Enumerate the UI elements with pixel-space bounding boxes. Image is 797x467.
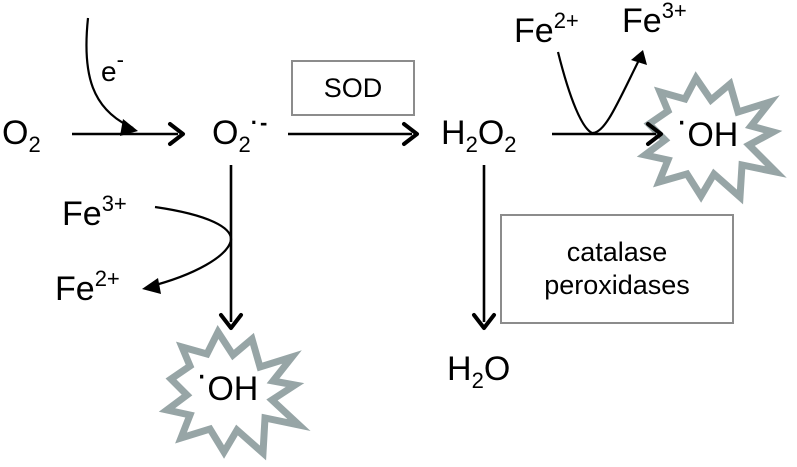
electron-curve (85, 17, 134, 130)
burst-shape-right (636, 71, 787, 205)
arrowhead-down-left (219, 313, 243, 330)
o2-label: O2 (2, 114, 41, 157)
catalase-label: catalase (566, 237, 668, 268)
arrowhead-electron (120, 119, 138, 136)
fe3-left-label: Fe3+ (62, 191, 127, 233)
arrowhead-down-right (472, 313, 496, 330)
h2o2-label: H2O2 (441, 114, 517, 157)
fe2-top-label: Fe2+ (514, 8, 579, 50)
fe-left-curve (147, 205, 233, 289)
catalase-enzyme-box: catalase peroxidases (500, 214, 734, 324)
fe2-left-label: Fe2+ (55, 266, 120, 308)
arrowhead-oh-right (646, 122, 663, 146)
arrowhead-fe2-left (142, 278, 161, 294)
sod-label: SOD (323, 72, 383, 103)
hydroxyl-radical-right: ·OH (676, 102, 739, 154)
hydroxyl-radical-left: ·OH (196, 356, 259, 408)
arrowhead-sod (402, 122, 419, 146)
peroxidases-label: peroxidases (544, 270, 690, 300)
superoxide-label: O2·- (212, 110, 270, 157)
fe3-top-label: Fe3+ (622, 0, 687, 40)
arrowhead-o2 (168, 122, 185, 146)
burst-shape-left (158, 324, 311, 461)
electron-label: e- (101, 47, 124, 87)
sod-enzyme-box: SOD (291, 60, 415, 116)
arrowhead-fe3-top (631, 50, 647, 65)
h2o-label: H2O (447, 350, 511, 393)
fe-top-curve (556, 51, 641, 135)
